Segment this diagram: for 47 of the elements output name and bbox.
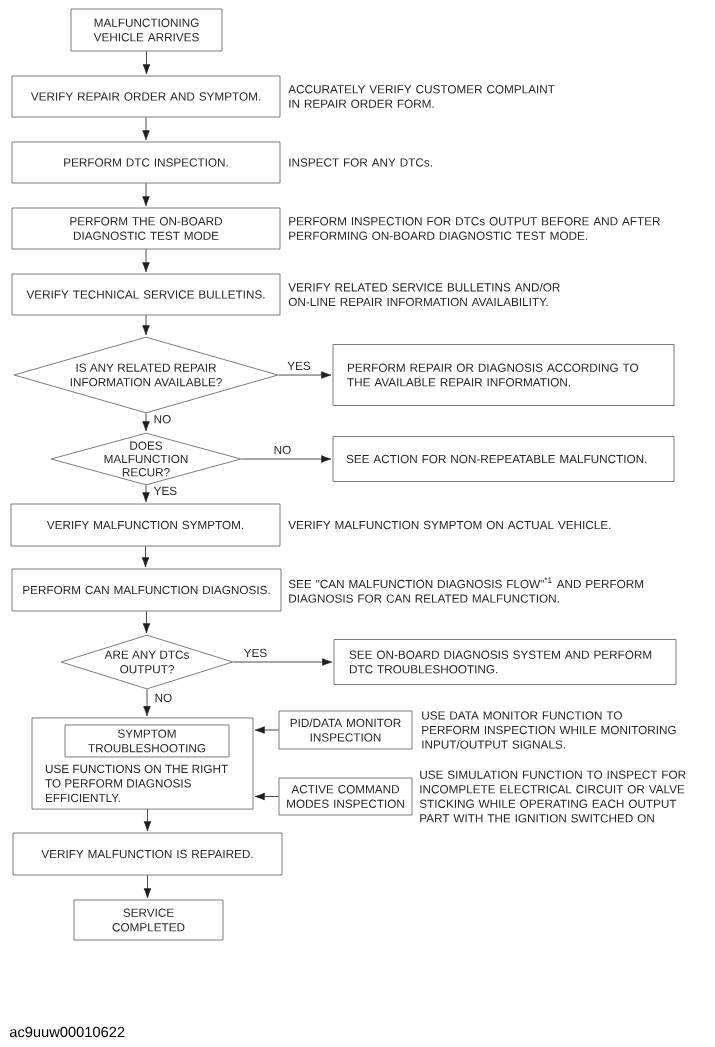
process-box: VERIFY MALFUNCTION IS REPAIRED. bbox=[12, 832, 283, 876]
figure-code: ac9uuw00010622 bbox=[9, 1026, 125, 1038]
note-text: USE DATA MONITOR FUNCTION TO PERFORM INSPECTION WHILE MONITORING INPUT/OUTPUT SIGNALS. bbox=[422, 711, 676, 749]
note-text: SEE "CAN MALFUNCTION DIAGNOSIS FLOW"$^{*1}$ AND PERFORM DIAGNOSIS FOR CAN RELATED MALFUNCTION. bbox=[288, 577, 644, 603]
process-box: VERIFY TECHNICAL SERVICE BULLETINS. bbox=[11, 273, 281, 316]
arrow bbox=[254, 726, 279, 734]
arrow bbox=[142, 117, 150, 141]
edge-label: NO bbox=[153, 692, 174, 704]
process-box: SEE ON-BOARD DIAGNOSIS SYSTEM AND PERFORM DTC TROUBLESHOOTING. bbox=[333, 639, 677, 685]
note-text: ACCURATELY VERIFY CUSTOMER COMPLAINT IN REPAIR ORDER FORM. bbox=[288, 85, 555, 108]
arrow bbox=[143, 689, 151, 717]
process-box: SERVICE COMPLETED bbox=[73, 899, 224, 941]
edge-label: YES bbox=[242, 647, 269, 659]
arrow bbox=[142, 315, 150, 336]
arrow bbox=[142, 413, 150, 432]
process-box: VERIFY MALFUNCTION SYMPTOM. bbox=[10, 503, 281, 547]
arrow bbox=[254, 792, 279, 801]
arrow bbox=[142, 611, 151, 634]
arrow bbox=[241, 455, 332, 463]
note-text: USE SIMULATION FUNCTION TO INSPECT FOR INCOMPLETE ELECTRICAL CIRCUIT OR VALVE STICKING WHILE OPERATING EACH OUTPUT PART WITH THE IGNITION SWITCHED ON bbox=[419, 770, 686, 823]
process-box: PERFORM REPAIR OR DIAGNOSIS ACCORDING TO THE AVAILABLE REPAIR INFORMATION. bbox=[332, 344, 675, 406]
arrow bbox=[143, 809, 152, 832]
process-box: MALFUNCTIONING VEHICLE ARRIVES bbox=[70, 8, 223, 52]
note-text: INSPECT FOR ANY DTCs. bbox=[289, 158, 432, 167]
edge-label: YES bbox=[285, 360, 313, 372]
process-box: PERFORM THE ON-BOARD DIAGNOSTIC TEST MODE bbox=[11, 207, 281, 250]
process-box: PERFORM CAN MALFUNCTION DIAGNOSIS. bbox=[11, 568, 282, 612]
note-text: VERIFY MALFUNCTION SYMPTOM ON ACTUAL VEHICLE. bbox=[288, 520, 611, 530]
arrow bbox=[141, 546, 150, 568]
arrow bbox=[278, 371, 332, 379]
arrow bbox=[143, 875, 152, 899]
arrow bbox=[142, 51, 151, 75]
note-text: VERIFY RELATED SERVICE BULLETINS AND/OR ON-LINE REPAIR INFORMATION AVAILABILITY. bbox=[288, 282, 560, 307]
note-text: PERFORM INSPECTION FOR DTCs OUTPUT BEFORE AND AFTER PERFORMING ON-BOARD DIAGNOSTIC TEST MODE. bbox=[289, 217, 660, 240]
arrow bbox=[142, 485, 150, 503]
process-box: VERIFY REPAIR ORDER AND SYMPTOM. bbox=[11, 75, 281, 118]
process-box: ACTIVE COMMAND MODES INSPECTION bbox=[278, 777, 413, 816]
process-box: SYMPTOM TROUBLESHOOTING bbox=[64, 724, 230, 758]
edge-label: YES bbox=[152, 485, 179, 497]
arrow bbox=[142, 249, 150, 273]
edge-label: NO bbox=[152, 413, 173, 425]
process-box: PERFORM DTC INSPECTION. bbox=[11, 141, 281, 184]
process-box: SEE ACTION FOR NON-REPEATABLE MALFUNCTION. bbox=[332, 436, 675, 482]
process-box: PID/DATA MONITOR INSPECTION bbox=[278, 710, 413, 750]
arrow bbox=[142, 183, 150, 207]
arrow bbox=[233, 658, 333, 666]
edge-label: NO bbox=[272, 444, 293, 456]
